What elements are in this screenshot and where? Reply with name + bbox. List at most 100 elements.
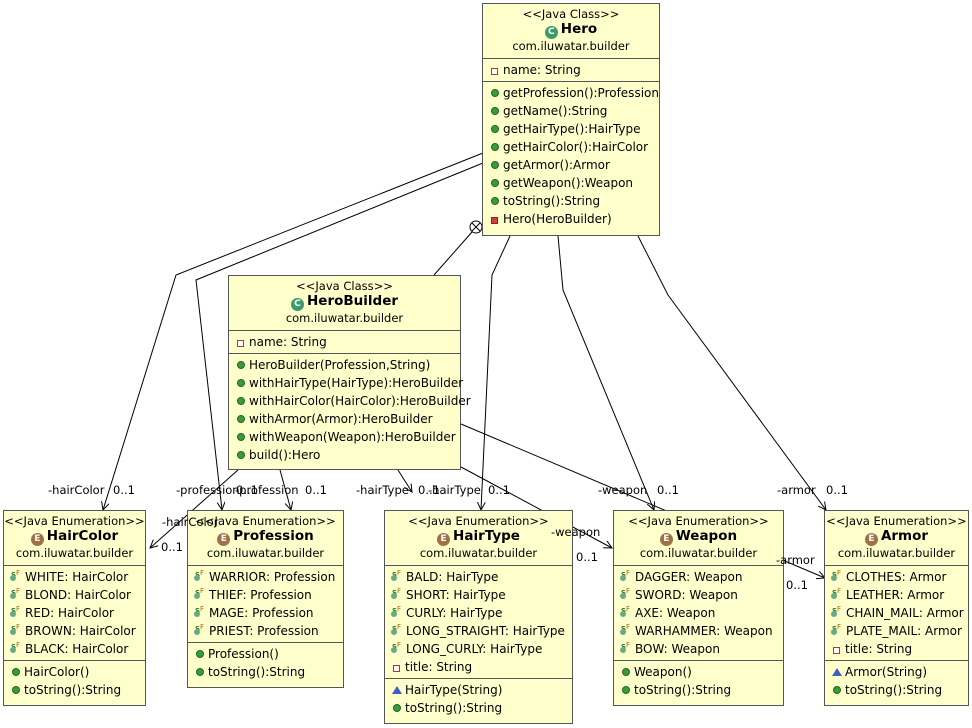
enum-constant: BLACK: HairColor [25, 642, 129, 656]
method: withArmor(Armor):HeroBuilder [249, 412, 433, 426]
class-name: Weapon [675, 528, 738, 544]
public-method-icon [491, 161, 499, 169]
method: build():Hero [249, 448, 321, 462]
multiplicity-label: 0..1 [826, 483, 848, 497]
static-final-icon: SF [194, 623, 206, 637]
multiplicity-label: 0..1 [113, 483, 135, 497]
edge-hero-armor [637, 235, 826, 510]
multiplicity-label: 0..1 [236, 483, 258, 497]
private-field-icon [833, 646, 840, 654]
static-final-icon: SF [10, 569, 22, 583]
method: withHairType(HairType):HeroBuilder [249, 376, 464, 390]
package-name: com.iluwatar.builder [206, 546, 325, 560]
public-method-icon [237, 379, 245, 387]
class-name: Profession [233, 528, 314, 544]
public-method-icon [237, 415, 245, 423]
static-final-icon: SF [831, 623, 843, 637]
field: title: String [845, 642, 913, 656]
constructor: Armor(String) [845, 665, 928, 679]
method: toString():String [208, 665, 306, 679]
public-method-icon [491, 143, 499, 151]
package-name: com.iluwatar.builder [15, 546, 134, 560]
public-method-icon [237, 451, 245, 459]
constructor: Profession() [208, 647, 279, 661]
constructor-icon [196, 650, 204, 658]
static-final-icon: SF [10, 623, 22, 637]
static-final-icon: SF [391, 605, 403, 619]
static-final-icon: SF [194, 587, 206, 601]
public-method-icon [491, 107, 499, 115]
static-final-icon: SF [620, 623, 632, 637]
enum-constant: RED: HairColor [25, 606, 114, 620]
multiplicity-label: 0..1 [786, 578, 808, 592]
static-final-icon: SF [831, 587, 843, 601]
enum-constant: BALD: HairType [406, 570, 499, 584]
enum-icon: E [30, 533, 44, 546]
role-label: -hairColor [162, 515, 219, 529]
enum-constant: SHORT: HairType [406, 588, 506, 602]
static-final-icon: SF [831, 569, 843, 583]
edge-nesting [433, 231, 473, 276]
stereotype: <<Java Enumeration>> [628, 514, 769, 528]
role-label: -weapon [598, 483, 648, 497]
stereotype: <<Java Enumeration>> [826, 514, 967, 528]
static-final-icon: SF [620, 569, 632, 583]
role-label: -hairType [428, 483, 481, 497]
enum-constant: WHITE: HairColor [25, 570, 129, 584]
method: getArmor():Armor [503, 158, 610, 172]
static-final-icon: SF [391, 623, 403, 637]
method: getName():String [503, 104, 608, 118]
role-label: -armor [776, 553, 815, 567]
multiplicity-label: 0..1 [418, 483, 440, 497]
multiplicity-label: 0..1 [161, 540, 183, 554]
enum-constant: LEATHER: Armor [846, 588, 945, 602]
static-final-icon: SF [194, 569, 206, 583]
class-icon: C [290, 298, 304, 311]
package-name: com.iluwatar.builder [837, 546, 956, 560]
method: toString():String [503, 194, 601, 208]
stereotype: <<Java Class>> [522, 7, 620, 21]
edge-hb-weapon [460, 466, 612, 548]
static-final-icon: SF [391, 641, 403, 655]
field: name: String [503, 63, 581, 77]
role-label: -hairType [356, 483, 409, 497]
class-name: HeroBuilder [306, 293, 399, 309]
enum-constant: AXE: Weapon [635, 606, 716, 620]
class-name: HairColor [46, 528, 119, 544]
enum-icon: E [217, 533, 231, 546]
enum-icon: E [659, 533, 673, 546]
role-label: -armor [777, 483, 816, 497]
enum-icon: E [864, 533, 878, 546]
enum-constant: PRIEST: Profession [209, 624, 319, 638]
field: name: String [249, 335, 327, 349]
method: getHairType():HairType [503, 122, 641, 136]
edge-hb-hairtype [397, 469, 412, 492]
constructor: HairColor() [24, 665, 90, 679]
enum-constant: CURLY: HairType [406, 606, 503, 620]
role-label: -profession [235, 483, 299, 497]
stereotype: <<Java Enumeration>> [408, 514, 549, 528]
field: title: String [405, 660, 473, 674]
public-method-icon [622, 686, 630, 694]
stereotype: <<Java Class>> [296, 279, 393, 293]
class-name: HairType [453, 528, 520, 544]
multiplicity-label: 0..1 [657, 483, 679, 497]
enum-constant: PLATE_MAIL: Armor [846, 624, 962, 638]
static-final-icon: SF [391, 587, 403, 601]
class-name: Armor [880, 528, 929, 544]
edge-hero-weapon [557, 235, 654, 510]
method: withHairColor(HairColor):HeroBuilder [249, 394, 471, 408]
private-field-icon [491, 67, 498, 75]
public-method-icon [237, 433, 245, 441]
constructor: HeroBuilder(Profession,String) [249, 358, 431, 372]
stereotype: <<Java Enumeration>> [4, 514, 145, 528]
static-final-icon: SF [10, 641, 22, 655]
